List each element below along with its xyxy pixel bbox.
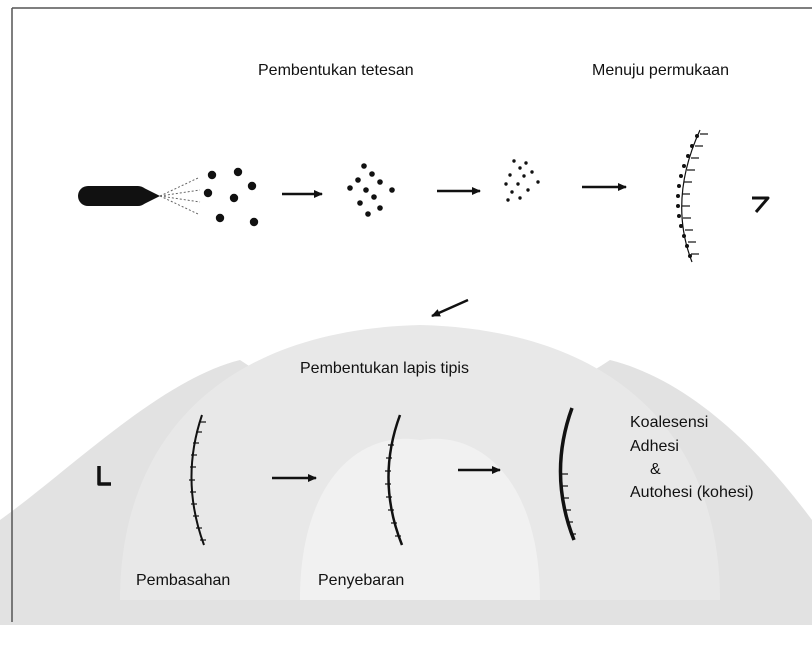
label-toward-surface: Menuju permukaan <box>592 62 729 80</box>
droplets-large <box>204 168 258 226</box>
label-autohesion: Autohesi (kohesi) <box>630 484 754 502</box>
spray-fan <box>160 178 200 214</box>
label-film-formation: Pembentukan lapis tipis <box>300 360 469 378</box>
label-coalescence: Koalesensi <box>630 414 708 432</box>
label-ampersand: & <box>650 461 661 479</box>
arrow-diagonal <box>432 300 468 316</box>
label-droplet-formation: Pembentukan tetesan <box>258 62 414 80</box>
droplets-medium <box>347 163 395 217</box>
label-wetting: Pembasahan <box>136 572 230 590</box>
surface-arrival <box>676 130 708 262</box>
label-spreading: Penyebaran <box>318 572 404 590</box>
return-arrow-right <box>752 198 768 212</box>
spray-nozzle <box>78 178 200 214</box>
droplets-small <box>504 159 539 201</box>
label-adhesion: Adhesi <box>630 438 679 456</box>
